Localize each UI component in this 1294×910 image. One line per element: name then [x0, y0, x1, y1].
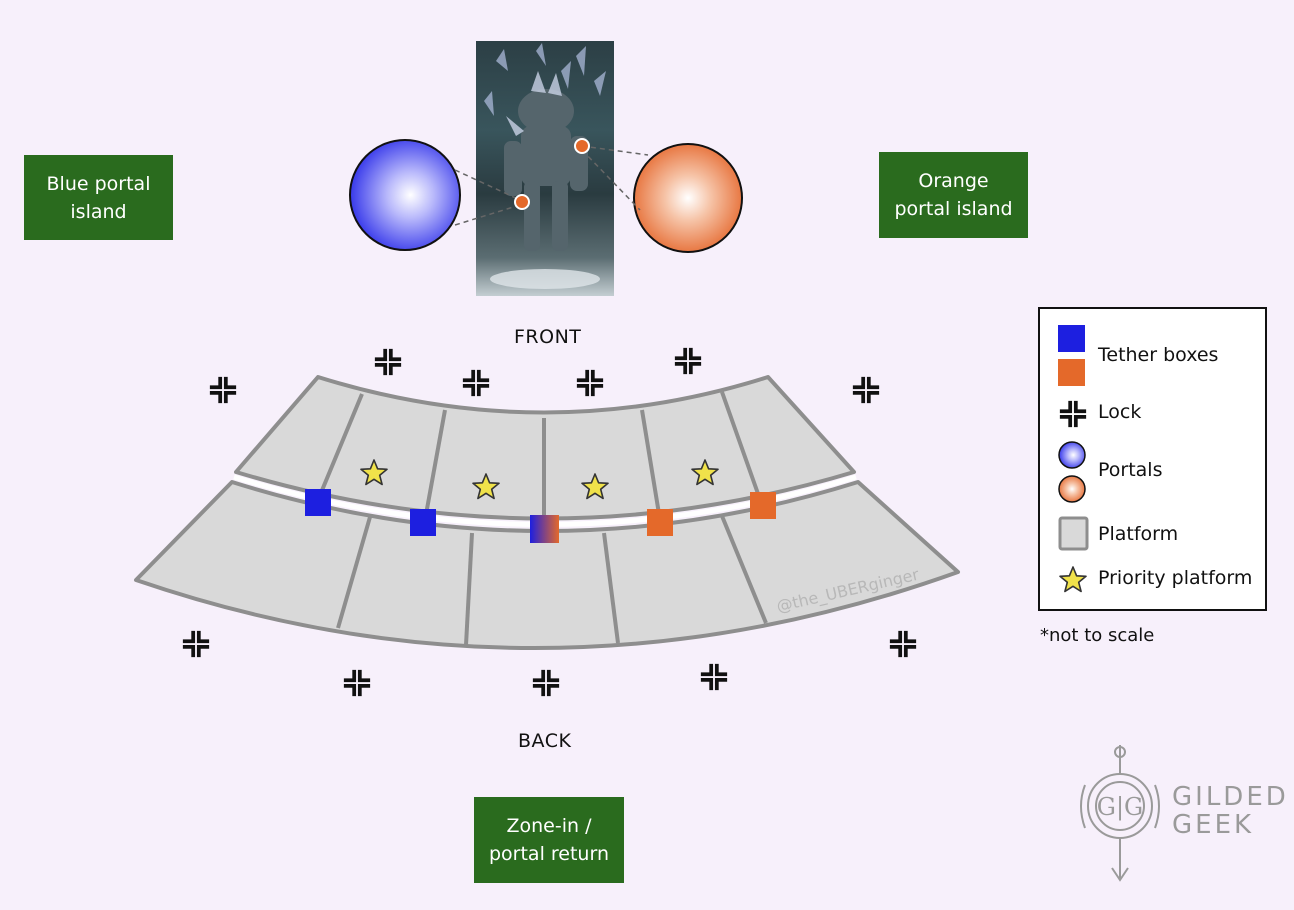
lock-icon	[373, 347, 403, 377]
legend: Tether boxes Lock Portals Platform Prior…	[1038, 307, 1267, 611]
legend-label-platform: Platform	[1098, 523, 1179, 545]
lock-icon	[181, 629, 211, 659]
front-label: FRONT	[514, 326, 582, 348]
lock-icon	[575, 368, 605, 398]
blue-portal	[349, 139, 461, 251]
orange-portal-island-label: Orange portal island	[879, 152, 1028, 238]
zone-in-label: Zone-in / portal return	[474, 797, 624, 883]
boss-weakpoint-left	[514, 194, 530, 210]
portal-icon	[1058, 441, 1086, 503]
tether-box-orange	[750, 492, 776, 519]
lock-icon	[673, 346, 703, 376]
legend-label-priority-platform: Priority platform	[1098, 567, 1253, 589]
platform-back-row	[134, 480, 960, 650]
boss-image	[476, 41, 614, 296]
legend-label-tether-boxes: Tether boxes	[1098, 344, 1219, 366]
tether-box-blue	[410, 509, 436, 536]
legend-label-lock: Lock	[1098, 401, 1142, 423]
logo-text-gilded: GILDED	[1172, 782, 1289, 812]
lock-icon	[888, 629, 918, 659]
lock-icon	[851, 375, 881, 405]
tether-box-orange	[647, 509, 673, 536]
lock-icon	[699, 662, 729, 692]
lock-icon	[1058, 399, 1088, 429]
tether-box-icon	[1058, 325, 1085, 386]
tether-box-mixed	[530, 515, 559, 543]
tether-box-blue	[305, 489, 331, 516]
legend-label-portals: Portals	[1098, 459, 1163, 481]
lock-icon	[461, 368, 491, 398]
blue-portal-island-label: Blue portal island	[24, 155, 173, 240]
logo-text-geek: GEEK	[1172, 810, 1255, 840]
not-to-scale-note: *not to scale	[1040, 625, 1155, 646]
star-icon	[1059, 566, 1087, 593]
lock-icon	[342, 668, 372, 698]
lock-icon	[531, 668, 561, 698]
boss-weakpoint-right	[574, 138, 590, 154]
lock-icon	[208, 375, 238, 405]
gilded-geek-logo: G|G	[1080, 745, 1160, 882]
orange-portal	[633, 143, 743, 253]
platform-icon	[1058, 516, 1089, 551]
svg-text:G|G: G|G	[1097, 793, 1143, 822]
back-label: BACK	[518, 730, 572, 752]
